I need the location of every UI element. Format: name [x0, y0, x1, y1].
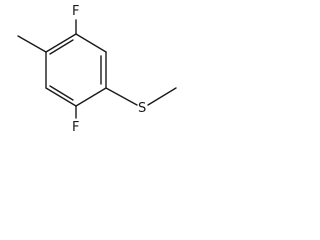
bond-c3-s — [105, 87, 138, 106]
bond-c6-methyl — [17, 35, 47, 53]
atom-label-sulfur: S — [138, 101, 146, 116]
molecule-structure: F F S — [17, 4, 177, 135]
ring-bond-c1-c2 — [75, 33, 107, 53]
atom-label-fluorine-bottom: F — [72, 120, 79, 135]
ring-bond-c6-c1 — [45, 33, 77, 53]
ring-double-bond-inner-top-left — [49, 39, 74, 55]
bond-s-methyl — [147, 87, 177, 106]
ring-double-bond-inner-bottom-left — [49, 85, 74, 101]
ring-bond-c3-c4 — [75, 87, 107, 107]
ring-bond-c4-c5 — [45, 87, 77, 107]
atom-label-fluorine-top: F — [72, 4, 79, 19]
structure-diagram: F F S — [0, 0, 184, 138]
